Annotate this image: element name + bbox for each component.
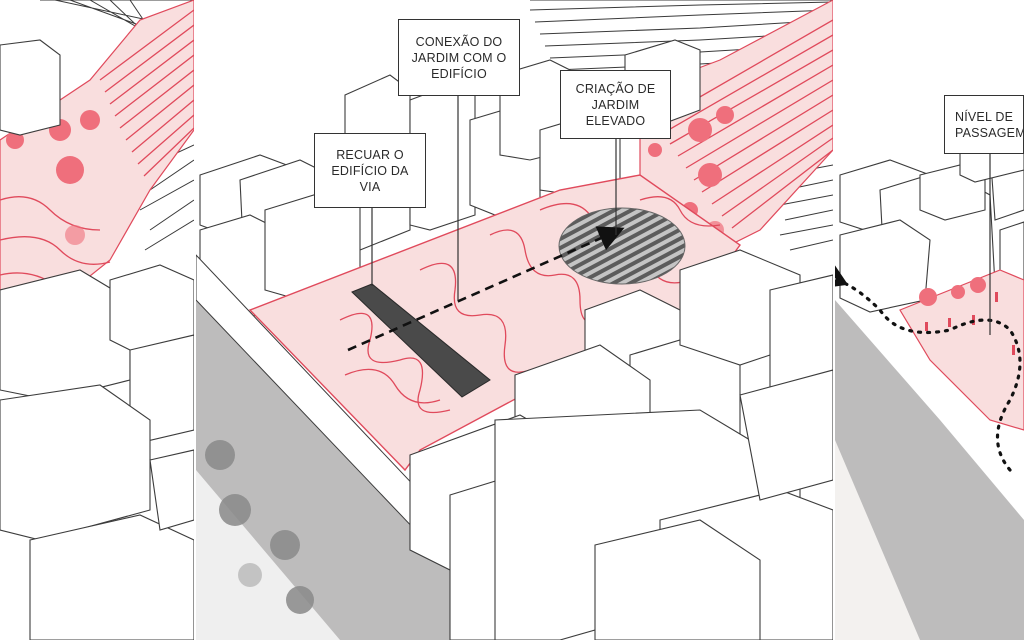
label-criacao-jardim: CRIAÇÃO DE JARDIM ELEVADO [560, 70, 671, 139]
site-panel-left [0, 0, 194, 640]
label-line: CRIAÇÃO DE [576, 81, 656, 97]
label-line: CONEXÃO DO [416, 34, 503, 50]
label-nivel-passagem: NÍVEL DE PASSAGEM [944, 95, 1024, 154]
label-line: NÍVEL DE [955, 109, 1013, 125]
label-line: EDIFÍCIO DA [331, 163, 408, 179]
label-conexao-jardim: CONEXÃO DO JARDIM COM O EDIFÍCIO [398, 19, 520, 96]
label-line: EDIFÍCIO [431, 66, 487, 82]
label-line: PASSAGEM [955, 125, 1023, 141]
label-line: VIA [360, 179, 381, 195]
label-line: ELEVADO [586, 113, 646, 129]
label-line: JARDIM [592, 97, 640, 113]
label-line: JARDIM COM O [412, 50, 507, 66]
site-panel-center [196, 0, 833, 640]
label-recuar-edificio: RECUAR O EDIFÍCIO DA VIA [314, 133, 426, 208]
elevated-garden [559, 208, 685, 284]
label-line: RECUAR O [336, 147, 404, 163]
